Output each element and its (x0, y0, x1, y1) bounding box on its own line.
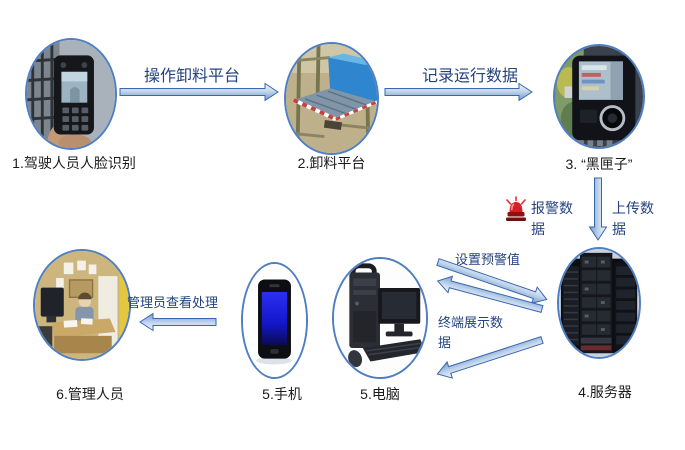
caption-black-box: 3. “黑匣子” (565, 156, 633, 172)
node-phone-photo (241, 262, 308, 379)
label-manager-view: 管理员查看处理 (127, 295, 219, 310)
arrow-record-data (384, 82, 533, 102)
arrow-server-to-computer (436, 275, 544, 313)
node-management-photo (33, 249, 131, 361)
node-server-photo (557, 247, 641, 359)
caption-computer: 5.电脑 (360, 386, 400, 402)
node-computer-photo (332, 257, 428, 379)
caption-face-recognition: 1.驾驶人员人脸识别 (12, 155, 136, 171)
label-operate-platform: 操作卸料平台 (143, 68, 240, 85)
label-display-data: 终端展示数据 (438, 315, 504, 350)
caption-unloading-platform: 2.卸料平台 (297, 155, 366, 171)
label-record-data: 记录运行数据 (421, 68, 518, 85)
arrow-upload-data (588, 177, 608, 241)
arrow-manager-view (139, 312, 217, 332)
label-alarm-data: 报警数据 (531, 200, 573, 237)
node-black-box-photo (553, 44, 645, 149)
node-face-recognition-photo (25, 38, 117, 150)
caption-manager: 6.管理人员 (56, 386, 124, 402)
caption-server: 4.服务器 (578, 384, 632, 400)
label-set-threshold: 设置预警值 (455, 252, 521, 267)
alarm-siren-icon (504, 196, 528, 224)
arrow-operate-platform (119, 82, 279, 102)
label-upload-data: 上传数据 (612, 200, 654, 237)
caption-phone: 5.手机 (262, 386, 302, 402)
node-unloading-platform-photo (284, 42, 379, 155)
